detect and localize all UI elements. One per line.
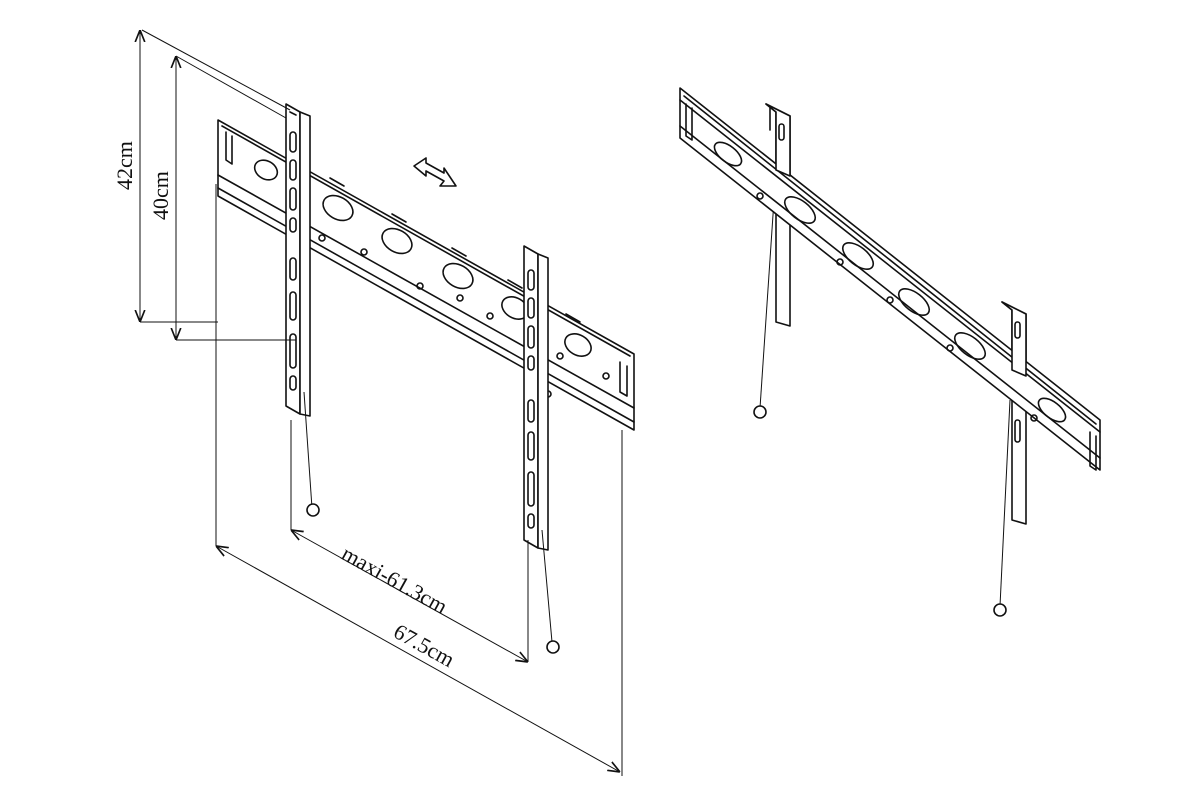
- left-vertical-arm: [285, 103, 320, 517]
- width-67-label: 67.5cm: [390, 619, 459, 673]
- height-40-label: 40cm: [148, 171, 173, 220]
- dimension-40cm: 40cm: [148, 55, 296, 341]
- arm-spacing-label: maxi-61.3cm: [338, 541, 452, 619]
- perspective-view: [679, 87, 1101, 617]
- perspective-rail: [679, 87, 1101, 471]
- dimension-42cm: 42cm: [112, 29, 291, 323]
- right-vertical-arm: [523, 245, 560, 654]
- height-42-label: 42cm: [112, 141, 137, 190]
- front-view: 42cm 40cm maxi-61.3cm 67.5cm: [112, 29, 635, 776]
- double-arrow-icon: [413, 157, 457, 187]
- perspective-arm-tops: [765, 103, 1027, 377]
